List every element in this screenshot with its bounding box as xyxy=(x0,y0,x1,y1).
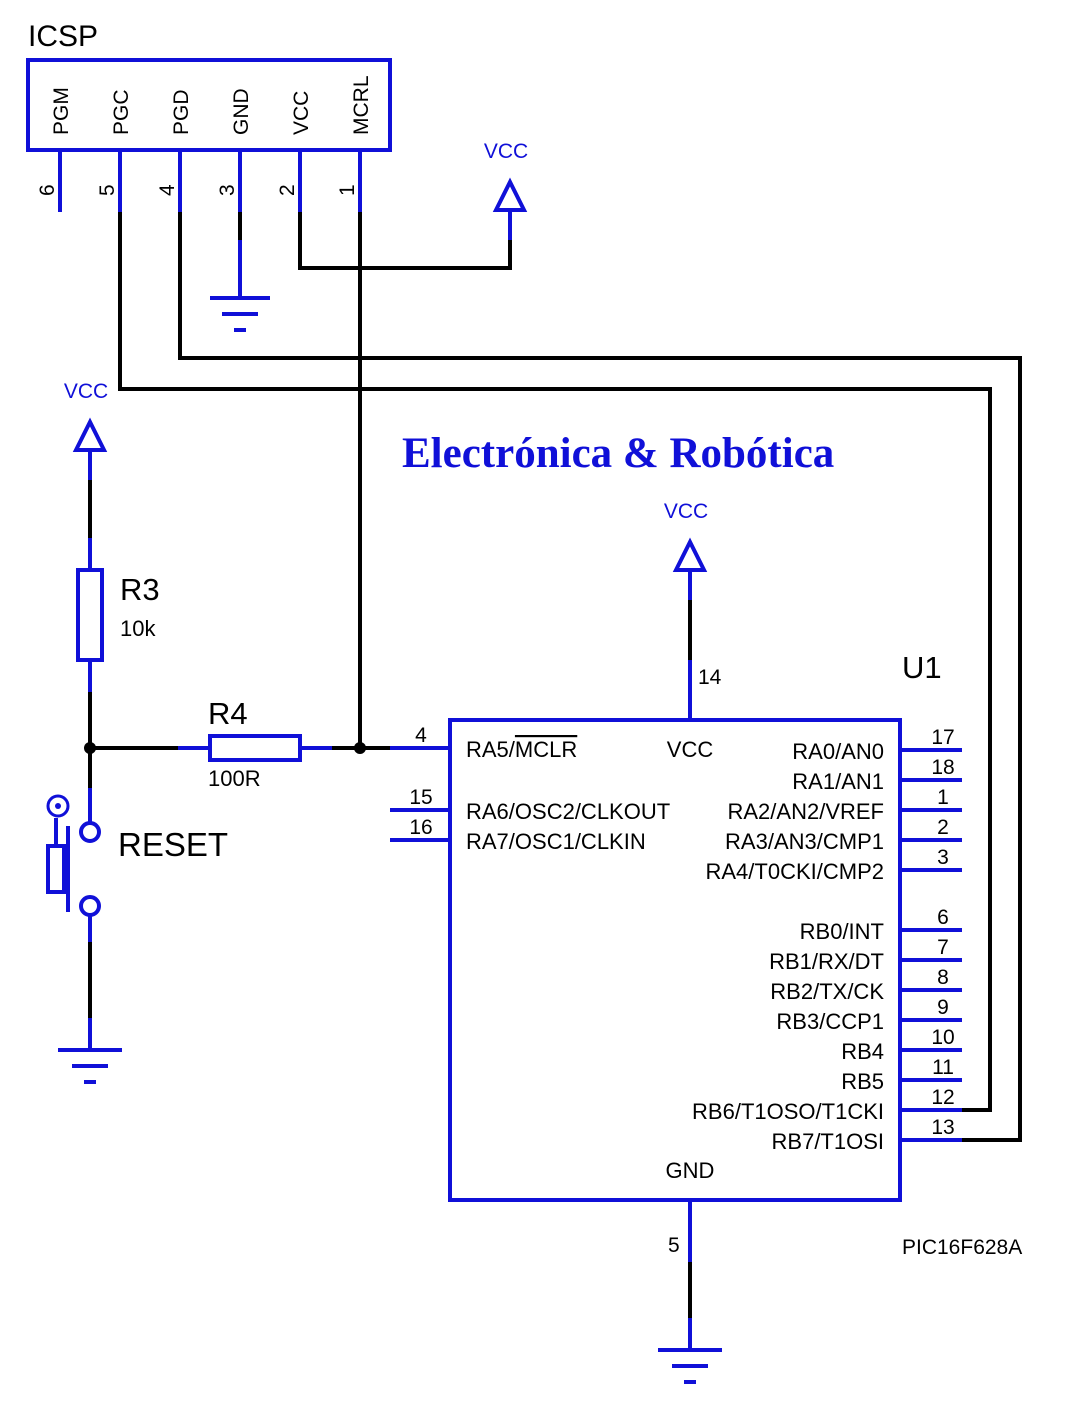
vcc-label: VCC xyxy=(64,380,108,403)
icsp-pin-num: 5 xyxy=(96,184,119,196)
icsp-header: ICSP PGM 6 PGC 5 PGD 4 GND 3 VCC 2 MCRL 1 xyxy=(26,20,392,212)
u1-pin-num: 18 xyxy=(931,756,954,779)
brand-title: Electrónica & Robótica xyxy=(402,430,834,477)
junction-dot xyxy=(354,742,366,754)
reset-label: RESET xyxy=(118,826,228,863)
u1-pin-name: RA5/MCLR xyxy=(466,737,577,762)
icsp-pin-name: PGM xyxy=(50,87,73,135)
vcc-u1: VCC xyxy=(664,500,708,600)
wire-pgd-rb7 xyxy=(178,208,1022,1142)
icsp-pin-name: PGD xyxy=(170,89,193,135)
vcc-label: VCC xyxy=(484,140,528,163)
u1-pin-name: RA6/OSC2/CLKOUT xyxy=(466,799,670,824)
ground-reset xyxy=(58,1018,122,1084)
reset-plunger xyxy=(46,844,66,894)
u1-pin-name: RB0/INT xyxy=(800,919,884,944)
icsp-pin-num: 3 xyxy=(216,184,239,196)
u1-pin-num: 7 xyxy=(937,936,949,959)
u1-pin-name: RA4/T0CKI/CMP2 xyxy=(706,859,885,884)
ground-u1 xyxy=(658,1318,722,1384)
u1-pin-name: RB3/CCP1 xyxy=(776,1009,884,1034)
u1-pin-num: 4 xyxy=(415,724,427,747)
icsp-pin-num: 4 xyxy=(156,184,179,196)
u1-pin-num: 10 xyxy=(931,1026,954,1049)
resistor-body xyxy=(76,568,104,662)
icsp-pin-num: 2 xyxy=(276,184,299,196)
r3-value: 10k xyxy=(120,616,156,641)
u1-pin-name: RB7/T1OSI xyxy=(772,1129,884,1154)
r3-ref: R3 xyxy=(120,572,160,607)
r4-value: 100R xyxy=(208,766,261,791)
icsp-title: ICSP xyxy=(28,20,98,53)
u1-pin-name: RB1/RX/DT xyxy=(769,949,884,974)
resistor-r3: R3 10k xyxy=(76,538,160,692)
u1-pin-num: 9 xyxy=(937,996,949,1019)
u1-pin-num: 15 xyxy=(409,786,432,809)
u1-pin-name: RA2/AN2/VREF xyxy=(728,799,885,824)
u1-pin-num: 2 xyxy=(937,816,949,839)
u1-pin-name: RB6/T1OSO/T1CKI xyxy=(692,1099,884,1124)
u1-gnd-pin-num: 5 xyxy=(668,1234,680,1257)
u1-vcc-label: VCC xyxy=(667,737,714,762)
u1-pin-num: 3 xyxy=(937,846,949,869)
u1-pin-num: 13 xyxy=(931,1116,954,1139)
u1-pin-num: 12 xyxy=(931,1086,954,1109)
u1-pin-num: 1 xyxy=(937,786,949,809)
wire-pgc-rb6 xyxy=(118,208,992,1112)
u1-pin-num: 6 xyxy=(937,906,949,929)
r4-ref: R4 xyxy=(208,696,248,731)
u1-pin-num: 17 xyxy=(931,726,954,749)
u1-pin-name: RA0/AN0 xyxy=(792,739,884,764)
u1-vcc-pin-num: 14 xyxy=(698,666,722,689)
wires xyxy=(84,208,1022,1322)
vcc-icsp: VCC xyxy=(484,140,528,240)
u1-pin-num: 11 xyxy=(932,1056,954,1079)
vcc-r3: VCC xyxy=(64,380,108,480)
u1-pin-num: 16 xyxy=(409,816,432,839)
ground-icsp xyxy=(210,240,270,332)
u1-pin-num: 8 xyxy=(937,966,949,989)
icsp-pin-name: MCRL xyxy=(350,75,373,135)
u1-pin-name: RB4 xyxy=(841,1039,884,1064)
icsp-pin-num: 6 xyxy=(36,184,59,196)
u1-pin-name: RA1/AN1 xyxy=(792,769,884,794)
junction-dot xyxy=(84,742,96,754)
u1-part: PIC16F628A xyxy=(902,1236,1022,1259)
u1-ref: U1 xyxy=(902,650,942,685)
u1-pin-name: RB2/TX/CK xyxy=(770,979,884,1004)
wire-icsp-vcc xyxy=(298,208,512,270)
icsp-pin-name: VCC xyxy=(290,91,313,135)
vcc-label: VCC xyxy=(664,500,708,523)
reset-button: RESET xyxy=(46,788,228,942)
icsp-pin-num: 1 xyxy=(336,184,359,196)
icsp-body xyxy=(26,58,392,152)
resistor-body xyxy=(208,734,302,762)
u1-gnd-label: GND xyxy=(666,1158,715,1183)
u1-pin-name: RB5 xyxy=(841,1069,884,1094)
icsp-pin-name: PGC xyxy=(110,89,133,135)
icsp-pin-name: GND xyxy=(230,88,253,135)
u1-pin-name: RA7/OSC1/CLKIN xyxy=(466,829,646,854)
resistor-r4: R4 100R xyxy=(178,696,332,791)
u1-pin-name: RA3/AN3/CMP1 xyxy=(725,829,884,854)
